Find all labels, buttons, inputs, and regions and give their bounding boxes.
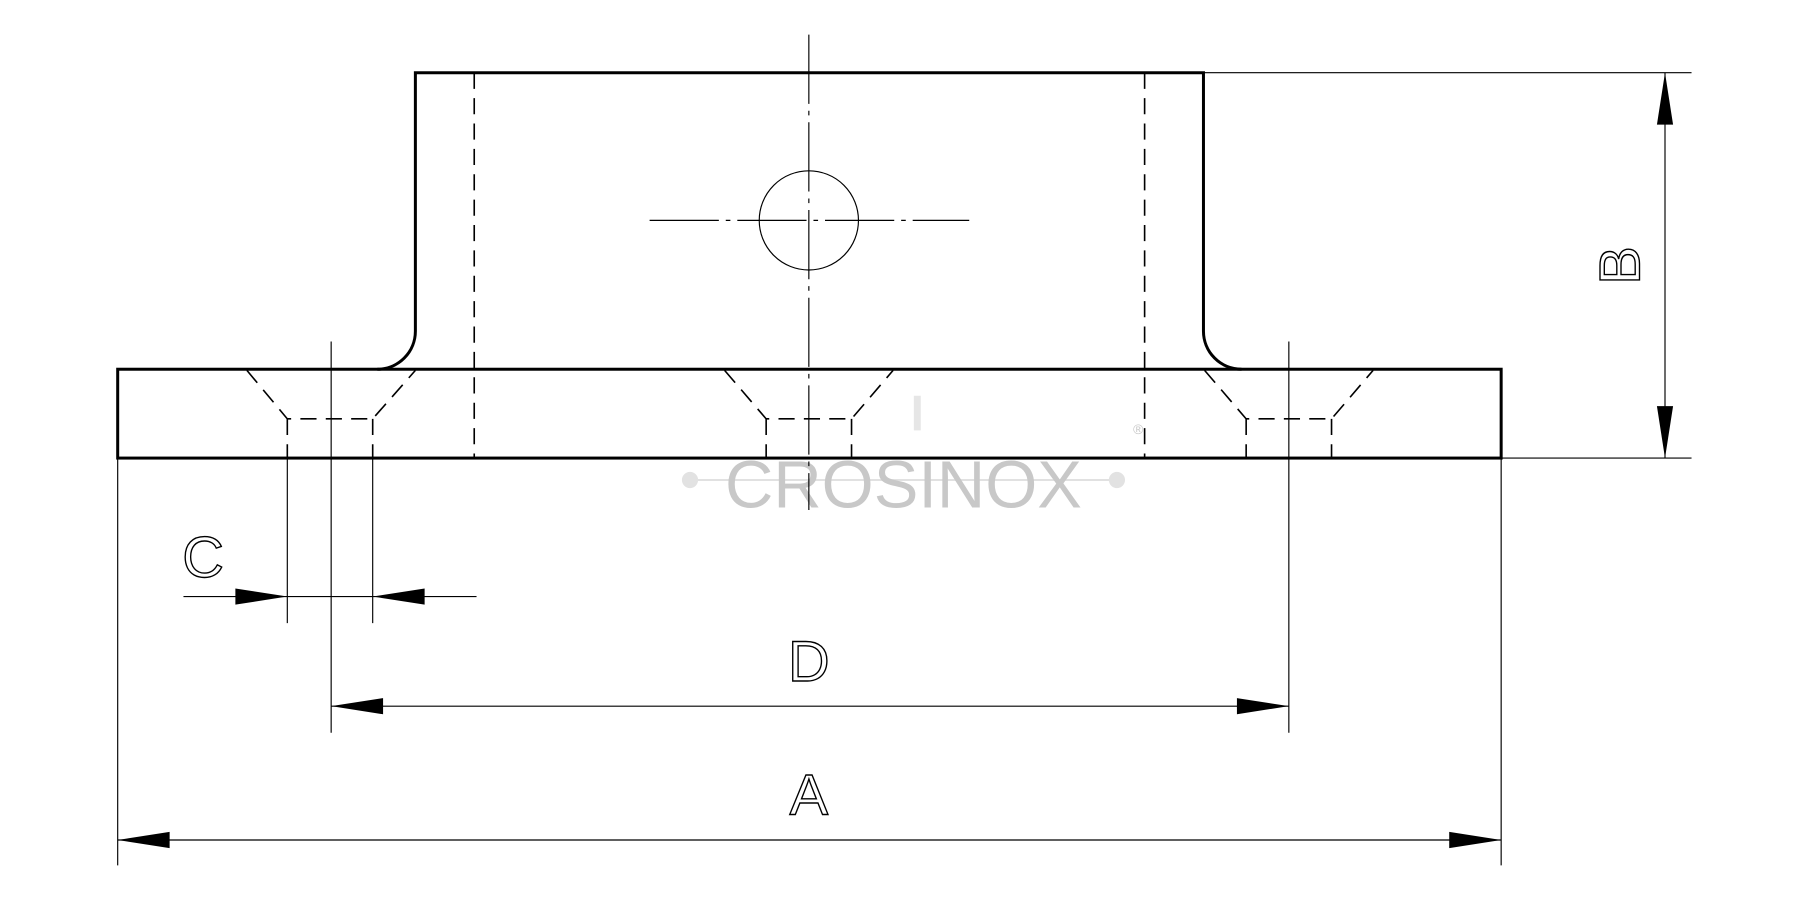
watermark-brand: CROSINOX — [725, 448, 1082, 523]
flange-outline — [116, 367, 1503, 460]
dimension-d: D — [331, 629, 1289, 715]
watermark-registered: ® — [1133, 421, 1143, 437]
dimension-label-d: D — [788, 630, 830, 694]
countersunk-holes — [246, 341, 1374, 733]
dimension-label-a: A — [790, 764, 829, 828]
dimension-a: A — [117, 458, 1502, 866]
dimension-label-b: B — [1589, 246, 1653, 284]
dimension-b: B — [1203, 72, 1692, 459]
watermark: CROSINOX ® — [681, 395, 1143, 523]
side-hole — [758, 170, 860, 271]
dimension-c: C — [182, 458, 477, 624]
dimension-label-c: C — [182, 526, 224, 590]
